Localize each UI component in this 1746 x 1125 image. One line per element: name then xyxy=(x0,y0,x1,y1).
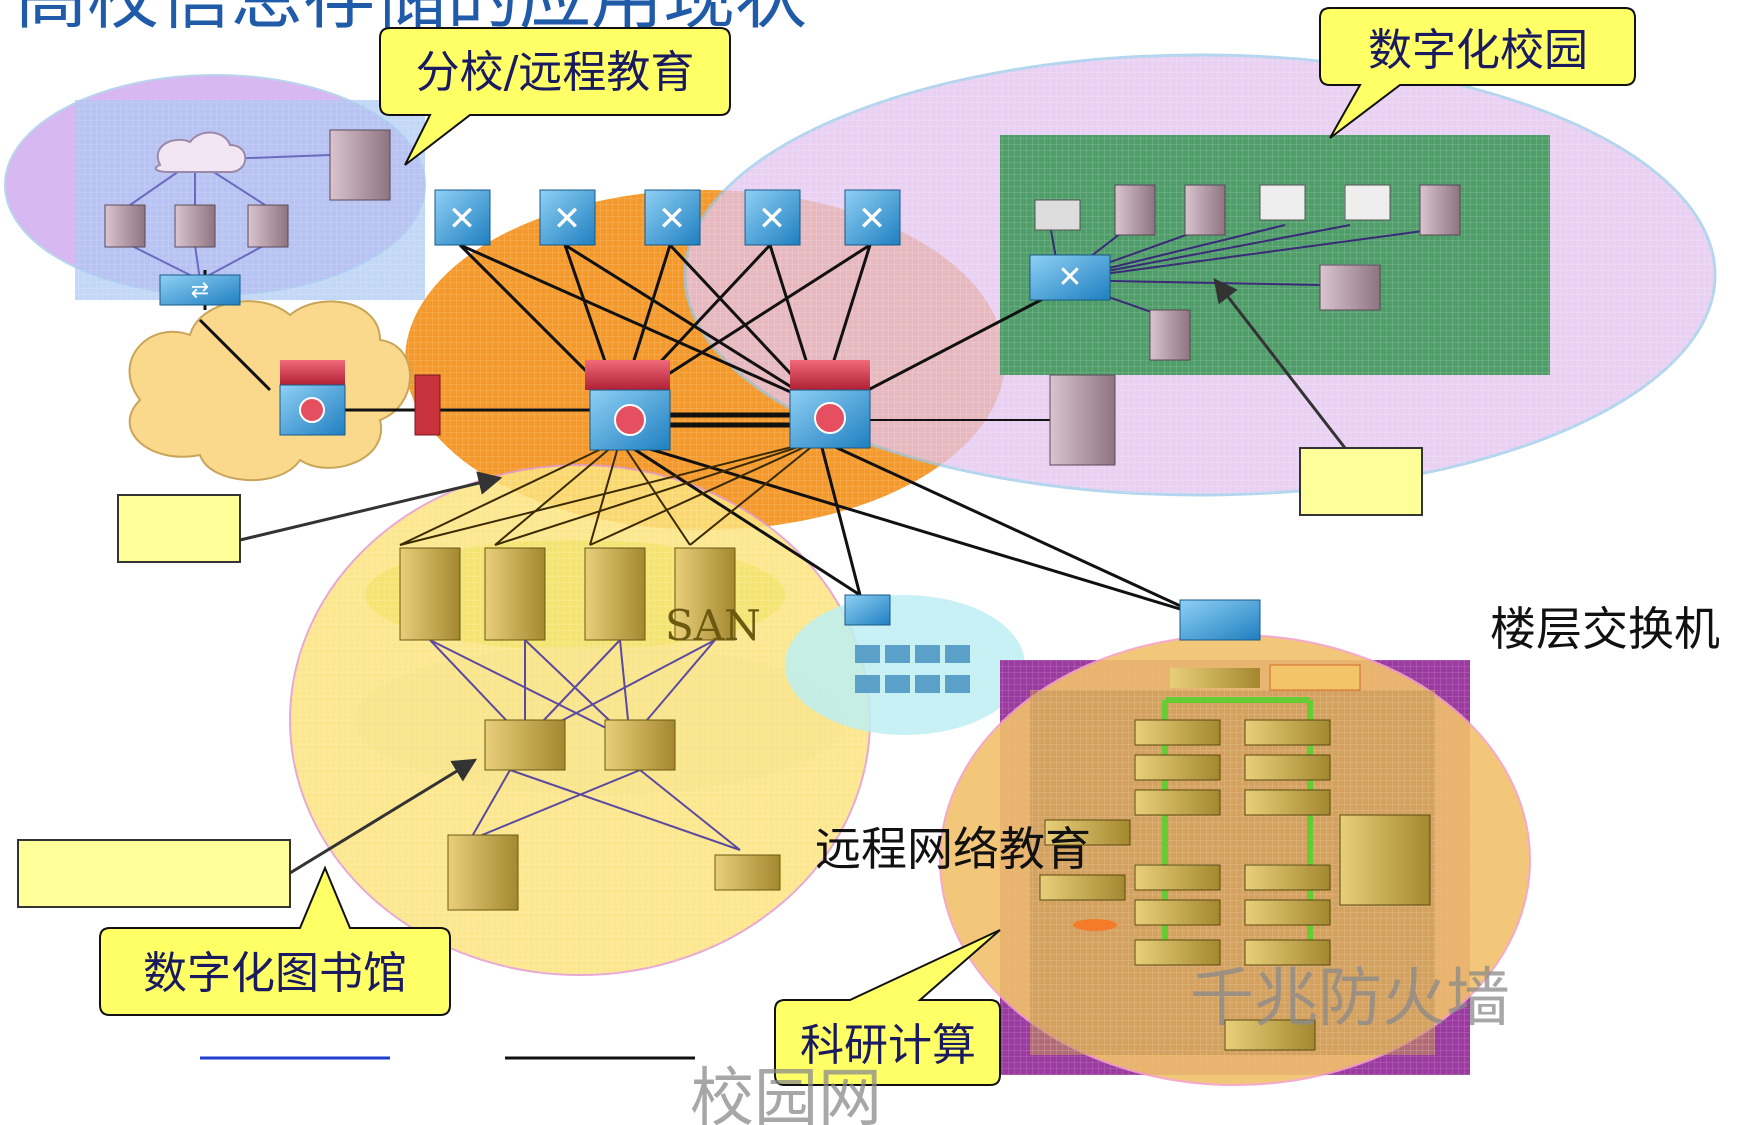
campus-devices: ✕ xyxy=(1029,184,1461,466)
pointer-arrows xyxy=(239,278,1347,875)
cloud-icon xyxy=(154,131,247,173)
core-switches: ✕ ✕ ✕ ✕ ✕ xyxy=(434,189,901,246)
library-links xyxy=(399,439,821,546)
router-icon xyxy=(279,360,871,451)
firewall-icon xyxy=(414,374,441,436)
svg-text:✕: ✕ xyxy=(658,199,687,239)
campus-net-label: 校园网 xyxy=(690,1062,882,1125)
callout-library: 数字化图书馆 xyxy=(99,865,451,1016)
research-devices xyxy=(1039,599,1431,1051)
library-region xyxy=(289,464,871,976)
pc-icon xyxy=(844,594,970,693)
floor-switch-label: 楼层交换机 xyxy=(1490,602,1720,656)
svg-text:✕: ✕ xyxy=(858,199,887,239)
server-icon xyxy=(104,129,391,248)
callout-campus: 数字化校园 xyxy=(1319,7,1636,139)
svg-text:⇄: ⇄ xyxy=(191,278,209,303)
callout-research: 科研计算 xyxy=(774,929,1001,1086)
svg-text:✕: ✕ xyxy=(1057,260,1082,295)
switch-icon: ⇄ xyxy=(159,274,241,306)
svg-text:✕: ✕ xyxy=(758,199,787,239)
remote-education-label: 远程网络教育 xyxy=(815,822,1091,876)
svg-text:✕: ✕ xyxy=(448,199,477,239)
storage-icon xyxy=(399,547,781,911)
firewall-label: 千兆防火墙 xyxy=(1190,962,1510,1036)
callout-research-label: 科研计算 xyxy=(800,1020,976,1071)
campus-region xyxy=(683,53,1717,497)
blank-label-boxes xyxy=(17,447,1423,908)
san-label: SAN xyxy=(665,601,761,650)
svg-text:✕: ✕ xyxy=(553,199,582,239)
callout-campus-label: 数字化校园 xyxy=(1368,25,1588,76)
wan-cloud xyxy=(128,300,411,481)
callout-library-label: 数字化图书馆 xyxy=(143,948,407,999)
callout-branch-label: 分校/远程教育 xyxy=(416,47,695,98)
workstation-region xyxy=(785,595,1025,735)
callout-branch: 分校/远程教育 xyxy=(379,27,731,166)
